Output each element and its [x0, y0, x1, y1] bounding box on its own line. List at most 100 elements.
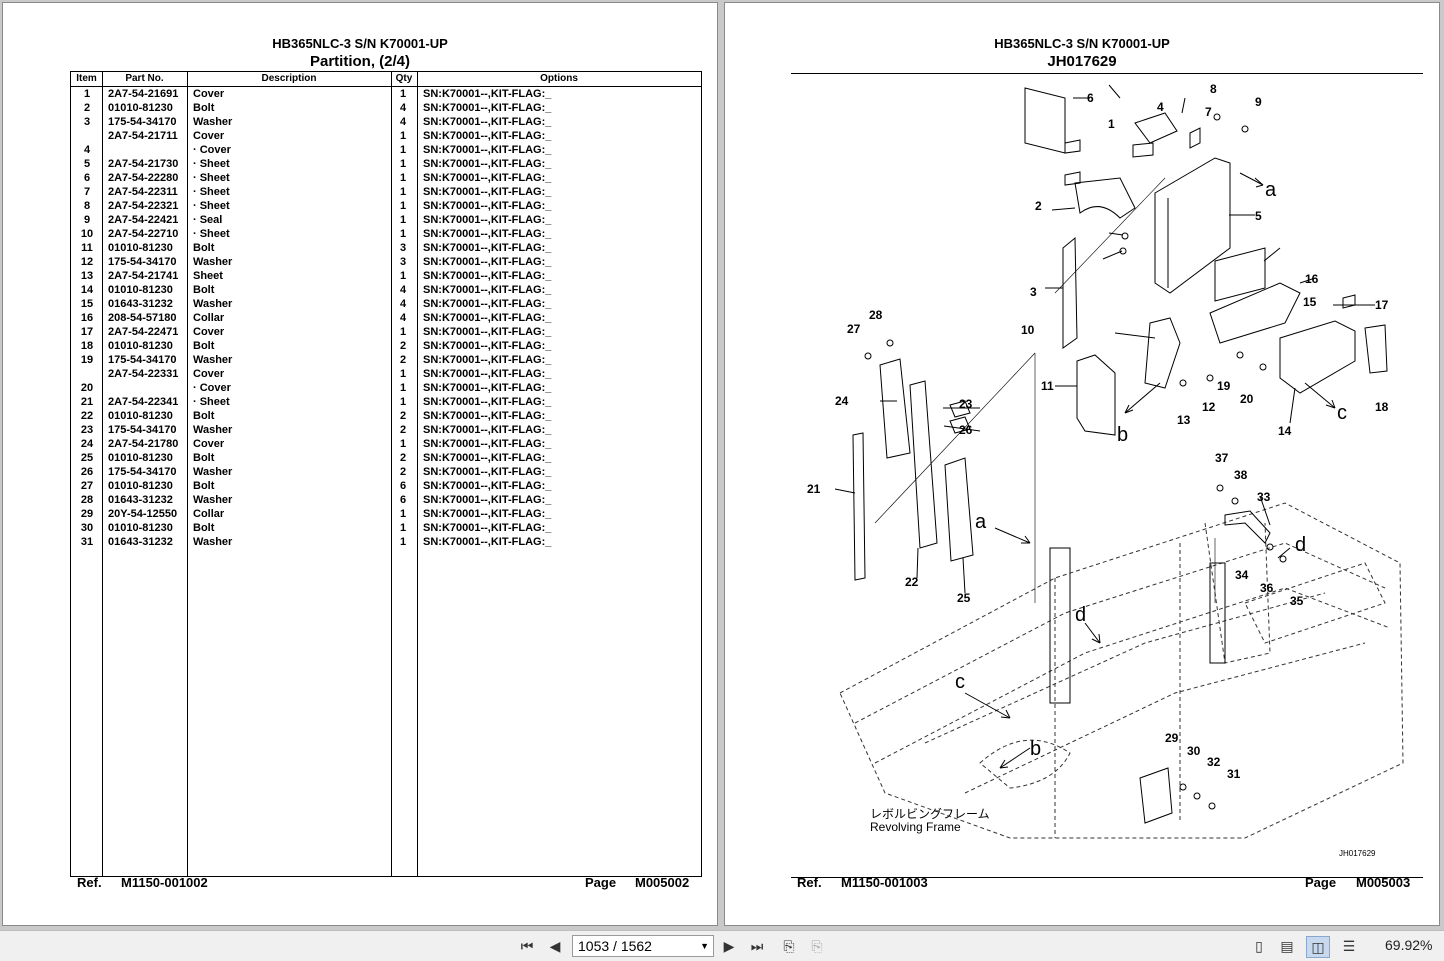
page-number-select[interactable]: 1053 / 1562 ▼	[572, 935, 714, 957]
single-page-view-icon[interactable]: ▯	[1255, 938, 1263, 954]
row-qty: 3	[399, 242, 407, 254]
chevron-down-icon: ▼	[700, 941, 709, 951]
callout-10: 10	[1021, 323, 1035, 337]
row-part-no: 2A7-54-22421	[108, 214, 179, 226]
row-qty: 1	[399, 270, 407, 282]
row-description: Bolt	[193, 410, 215, 422]
callout-4: 4	[1157, 100, 1164, 114]
row-part-no: 175-54-34170	[108, 466, 177, 478]
row-qty: 2	[399, 354, 407, 366]
go-forward-view-icon[interactable]: ⎘	[811, 938, 823, 954]
row-qty: 4	[399, 284, 407, 296]
row-item: 28	[80, 494, 94, 506]
arrow-letter-a2: a	[975, 511, 987, 533]
row-description: Bolt	[193, 480, 215, 492]
row-qty: 3	[399, 256, 407, 268]
row-part-no: 20Y-54-12550	[108, 508, 178, 520]
callout-36: 36	[1260, 581, 1274, 595]
row-qty: 4	[399, 116, 407, 128]
row-options: SN:K70001--,KIT-FLAG:_	[423, 522, 552, 534]
row-options: SN:K70001--,KIT-FLAG:_	[423, 144, 552, 156]
row-options: SN:K70001--,KIT-FLAG:_	[423, 410, 552, 422]
row-qty: 1	[399, 214, 407, 226]
callout-28: 28	[869, 308, 883, 322]
row-qty: 1	[399, 130, 407, 142]
callout-20: 20	[1240, 392, 1254, 406]
row-description: Washer	[193, 298, 233, 310]
row-description: · Seal	[193, 214, 223, 226]
diagram-code: JH017629	[1339, 849, 1376, 858]
callout-24: 24	[835, 394, 849, 408]
page-indicator: 1053 / 1562	[578, 938, 652, 954]
left-page-title: HB365NLC-3 S/N K70001-UP	[272, 36, 448, 51]
continuous-view-icon[interactable]: ▤	[1280, 938, 1294, 954]
next-page-icon[interactable]: ▶	[723, 938, 735, 954]
row-item: 10	[80, 228, 94, 240]
callout-21: 21	[807, 482, 821, 496]
row-description: Collar	[193, 312, 225, 324]
ref-label-right: Ref.	[797, 875, 822, 890]
footer-rule	[791, 877, 1423, 878]
callout-2: 2	[1035, 199, 1042, 213]
header-rule	[791, 73, 1423, 74]
callout-6: 6	[1087, 91, 1094, 105]
row-item: 5	[83, 158, 91, 170]
go-back-view-icon[interactable]: ⎘	[783, 938, 795, 954]
row-part-no: 2A7-54-21780	[108, 438, 179, 450]
row-item: 29	[80, 508, 94, 520]
row-description: Collar	[193, 508, 225, 520]
row-item: 13	[80, 270, 94, 282]
row-options: SN:K70001--,KIT-FLAG:_	[423, 284, 552, 296]
row-description: · Sheet	[193, 396, 230, 408]
row-qty: 4	[399, 102, 407, 114]
two-page-view-icon[interactable]: ◫	[1306, 936, 1330, 958]
callout-16: 16	[1305, 272, 1319, 286]
row-part-no: 01010-81230	[108, 480, 173, 492]
row-description: · Sheet	[193, 158, 230, 170]
first-page-icon[interactable]: ⏮	[520, 938, 534, 954]
row-item: 26	[80, 466, 94, 478]
zoom-level[interactable]: 69.92%	[1385, 937, 1433, 953]
previous-page-icon[interactable]: ◀	[549, 938, 561, 954]
callout-34: 34	[1235, 568, 1249, 582]
row-description: Washer	[193, 116, 233, 128]
row-item: 22	[80, 410, 94, 422]
page-label: Page	[585, 875, 617, 890]
row-options: SN:K70001--,KIT-FLAG:_	[423, 382, 552, 394]
two-page-continuous-view-icon[interactable]: ☰	[1342, 938, 1356, 954]
row-item: 3	[83, 116, 91, 128]
row-description: Bolt	[193, 340, 215, 352]
page-value-right: M005003	[1356, 875, 1411, 890]
row-options: SN:K70001--,KIT-FLAG:_	[423, 326, 552, 338]
row-item: 7	[83, 186, 91, 198]
callout-11: 11	[1041, 379, 1054, 393]
right-page-subtitle: JH017629	[1047, 53, 1117, 70]
row-description: Bolt	[193, 522, 215, 534]
row-part-no: 01010-81230	[108, 284, 173, 296]
row-part-no: 175-54-34170	[108, 354, 177, 366]
arrow-letter-d2: d	[1075, 604, 1086, 626]
row-options: SN:K70001--,KIT-FLAG:_	[423, 452, 552, 464]
callout-13: 13	[1177, 413, 1191, 427]
row-description: Washer	[193, 354, 233, 366]
caption-japanese: レボルビングフレーム	[870, 807, 990, 821]
row-item: 11	[81, 242, 93, 254]
row-options: SN:K70001--,KIT-FLAG:_	[423, 256, 552, 268]
last-page-icon[interactable]: ⏭	[750, 938, 764, 954]
row-qty: 1	[399, 186, 407, 198]
row-item: 12	[80, 256, 94, 268]
left-page: HB365NLC-3 S/N K70001-UP Partition, (2/4…	[2, 2, 718, 926]
row-options: SN:K70001--,KIT-FLAG:_	[423, 228, 552, 240]
row-part-no: 01010-81230	[108, 242, 173, 254]
row-part-no: 01643-31232	[108, 536, 173, 548]
